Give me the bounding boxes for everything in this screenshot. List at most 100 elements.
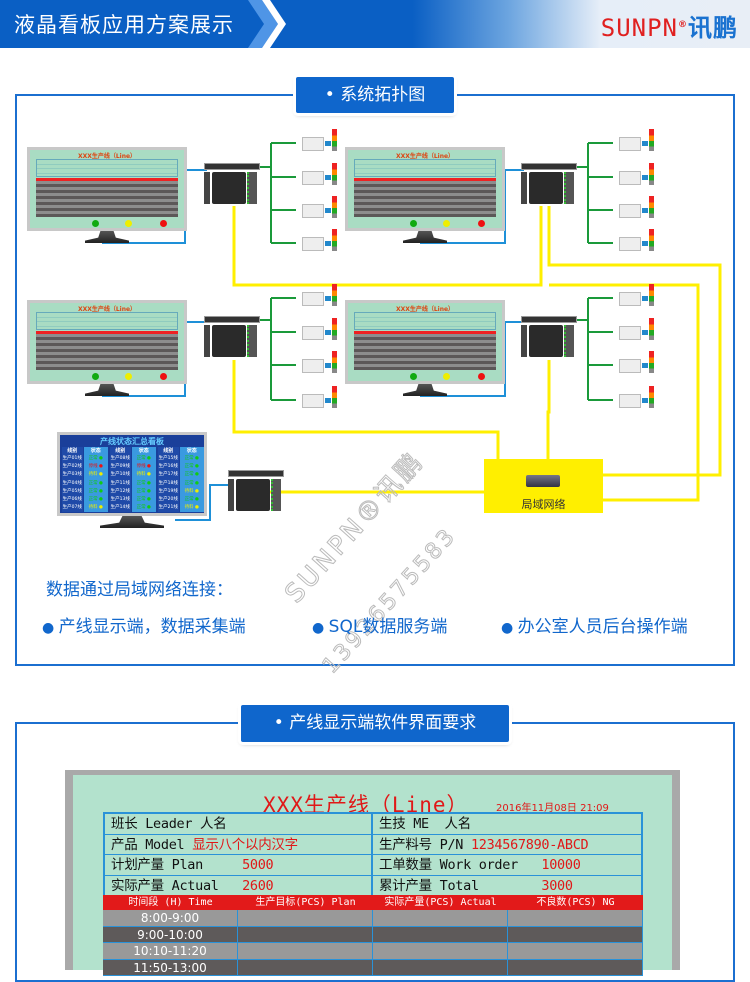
- info-value: 3000: [541, 877, 573, 894]
- summary-row: 生产18线正常 ●: [158, 479, 204, 488]
- network-intro-text: 数据通过局域网络连接：: [46, 580, 233, 600]
- line-name: 生产07线: [62, 504, 83, 513]
- summary-row: 生产16线正常 ●: [158, 463, 204, 472]
- status-text: 待料: [88, 472, 98, 478]
- status-dot-icon: ●: [99, 488, 103, 494]
- table-row: 9:00-10:00: [103, 926, 643, 943]
- status-dot-icon: ●: [99, 456, 103, 461]
- line-display-monitor: XXX生产线（Line）: [345, 300, 505, 398]
- info-value: 2600: [242, 877, 274, 894]
- status-dot-icon: ●: [99, 505, 103, 511]
- status-dot-icon: ●: [147, 505, 151, 511]
- info-cell: 产品 Model 显示八个以内汉字: [105, 834, 373, 854]
- info-value: 显示八个以内汉字: [192, 836, 298, 853]
- page-header-banner: 液晶看板应用方案展示 SUNPN®讯鹏: [0, 0, 750, 48]
- status-dot-icon: ●: [147, 456, 151, 461]
- section-title-text: 产线显示端软件界面要求: [289, 713, 477, 733]
- logo-cn: 讯鹏: [688, 14, 738, 42]
- info-row: 班长 Leader 人名生技 ME 人名: [105, 814, 641, 835]
- col-status-header: 状态: [179, 447, 204, 455]
- column-header: 生产目标(PCS) Plan: [255, 897, 356, 908]
- bullet-item: ● 办公室人员后台操作端: [501, 617, 688, 637]
- bullet-text: 产线显示端，数据采集端: [58, 617, 246, 637]
- info-cell: 生技 ME 人名: [373, 814, 641, 834]
- signal-tower-icon: [649, 129, 654, 151]
- status-text: 待料: [184, 488, 194, 494]
- status-dot-icon: ●: [147, 496, 151, 502]
- signal-tower-icon: [332, 129, 337, 151]
- monitor-title: XXX生产线（Line）: [77, 306, 137, 313]
- status-text: 正常: [184, 472, 194, 478]
- column-header: 时间段 (H) Time: [128, 897, 213, 908]
- line-name: 生产01线: [62, 455, 83, 464]
- status-text: 正常: [184, 464, 194, 470]
- column-header: 不良数(PCS) NG: [536, 897, 615, 908]
- andon-node-icon: [296, 351, 340, 377]
- line-status: 待料 ●: [83, 471, 108, 480]
- andon-node-icon: [613, 386, 657, 412]
- plan-cell: [238, 926, 373, 943]
- summary-row: 生产07线待料 ●: [62, 504, 108, 513]
- status-text: 正常: [88, 488, 98, 494]
- table-row: 8:00-9:00: [103, 910, 643, 927]
- andon-node-icon: [613, 163, 657, 189]
- info-label: 累计产量 Total: [379, 877, 542, 894]
- lan-label: 局域网络: [521, 498, 566, 511]
- status-dot-icon: ●: [195, 496, 199, 502]
- status-text: 停线: [88, 464, 98, 470]
- ng-cell: [508, 910, 643, 927]
- ng-cell: [508, 926, 643, 943]
- bullet: •: [273, 713, 284, 733]
- line-status: 正常 ●: [131, 495, 156, 505]
- status-text: 正常: [136, 456, 146, 461]
- status-text: 正常: [136, 480, 146, 486]
- monitor-title: XXX生产线（Line）: [395, 153, 455, 160]
- data-collector-icon: [228, 470, 284, 514]
- plan-cell: [238, 943, 373, 960]
- status-text: 正常: [88, 480, 98, 486]
- line-name: 生产02线: [62, 463, 83, 472]
- summary-board-monitor: 产线状态汇总看板 线别状态生产01线正常 ●生产02线停线 ●生产03线待料 ●…: [57, 432, 207, 516]
- status-text: 待料: [88, 505, 98, 511]
- status-text: 正常: [184, 480, 194, 486]
- line-status: 正常 ●: [131, 504, 156, 513]
- line-status: 正常 ●: [83, 487, 108, 496]
- data-collector-icon: [204, 163, 260, 207]
- line-name: 生产08线: [110, 455, 131, 464]
- andon-node-icon: [613, 129, 657, 155]
- signal-tower-icon: [332, 284, 337, 306]
- line-name: 生产03线: [62, 471, 83, 480]
- info-cell: 实际产量 Actual 2600: [105, 875, 373, 896]
- signal-tower-icon: [332, 196, 337, 218]
- col-status-header: 状态: [131, 447, 156, 455]
- andon-node-icon: [296, 229, 340, 255]
- info-row: 实际产量 Actual 2600 累计产量 Total 3000: [105, 875, 641, 896]
- actual-cell: [373, 926, 508, 943]
- actual-cell: [373, 910, 508, 927]
- line-status: 正常 ●: [83, 455, 108, 464]
- andon-node-icon: [296, 386, 340, 412]
- time-slot: 9:00-10:00: [103, 926, 238, 943]
- line-name: 生产05线: [62, 487, 83, 496]
- section-title-display: • 产线显示端软件界面要求: [241, 705, 509, 742]
- signal-tower-icon: [649, 386, 654, 408]
- summary-row: 生产20线正常 ●: [158, 495, 204, 505]
- line-status: 待料 ●: [179, 504, 204, 513]
- time-slot: 11:50-13:00: [103, 959, 238, 976]
- signal-tower-icon: [332, 351, 337, 373]
- summary-row: 生产15线正常 ●: [158, 455, 204, 464]
- lan-network-box: 局域网络: [484, 459, 603, 513]
- table-row: 10:10-11:20: [103, 943, 643, 960]
- line-name: 生产12线: [110, 487, 131, 496]
- signal-tower-icon: [649, 196, 654, 218]
- info-cell: 工单数量 Work order 10000: [373, 855, 641, 875]
- data-collector-icon: [521, 163, 577, 207]
- status-dot-icon: ●: [195, 456, 199, 461]
- data-collector-icon: [204, 316, 260, 360]
- monitor-title: XXX生产线（Line）: [77, 153, 137, 160]
- andon-node-icon: [613, 351, 657, 377]
- summary-row: 生产01线正常 ●: [62, 455, 108, 464]
- status-dot-icon: ●: [195, 505, 199, 511]
- summary-group: 线别状态生产08线正常 ●生产09线停线 ●生产10线待料 ●生产11线正常 ●…: [110, 447, 156, 513]
